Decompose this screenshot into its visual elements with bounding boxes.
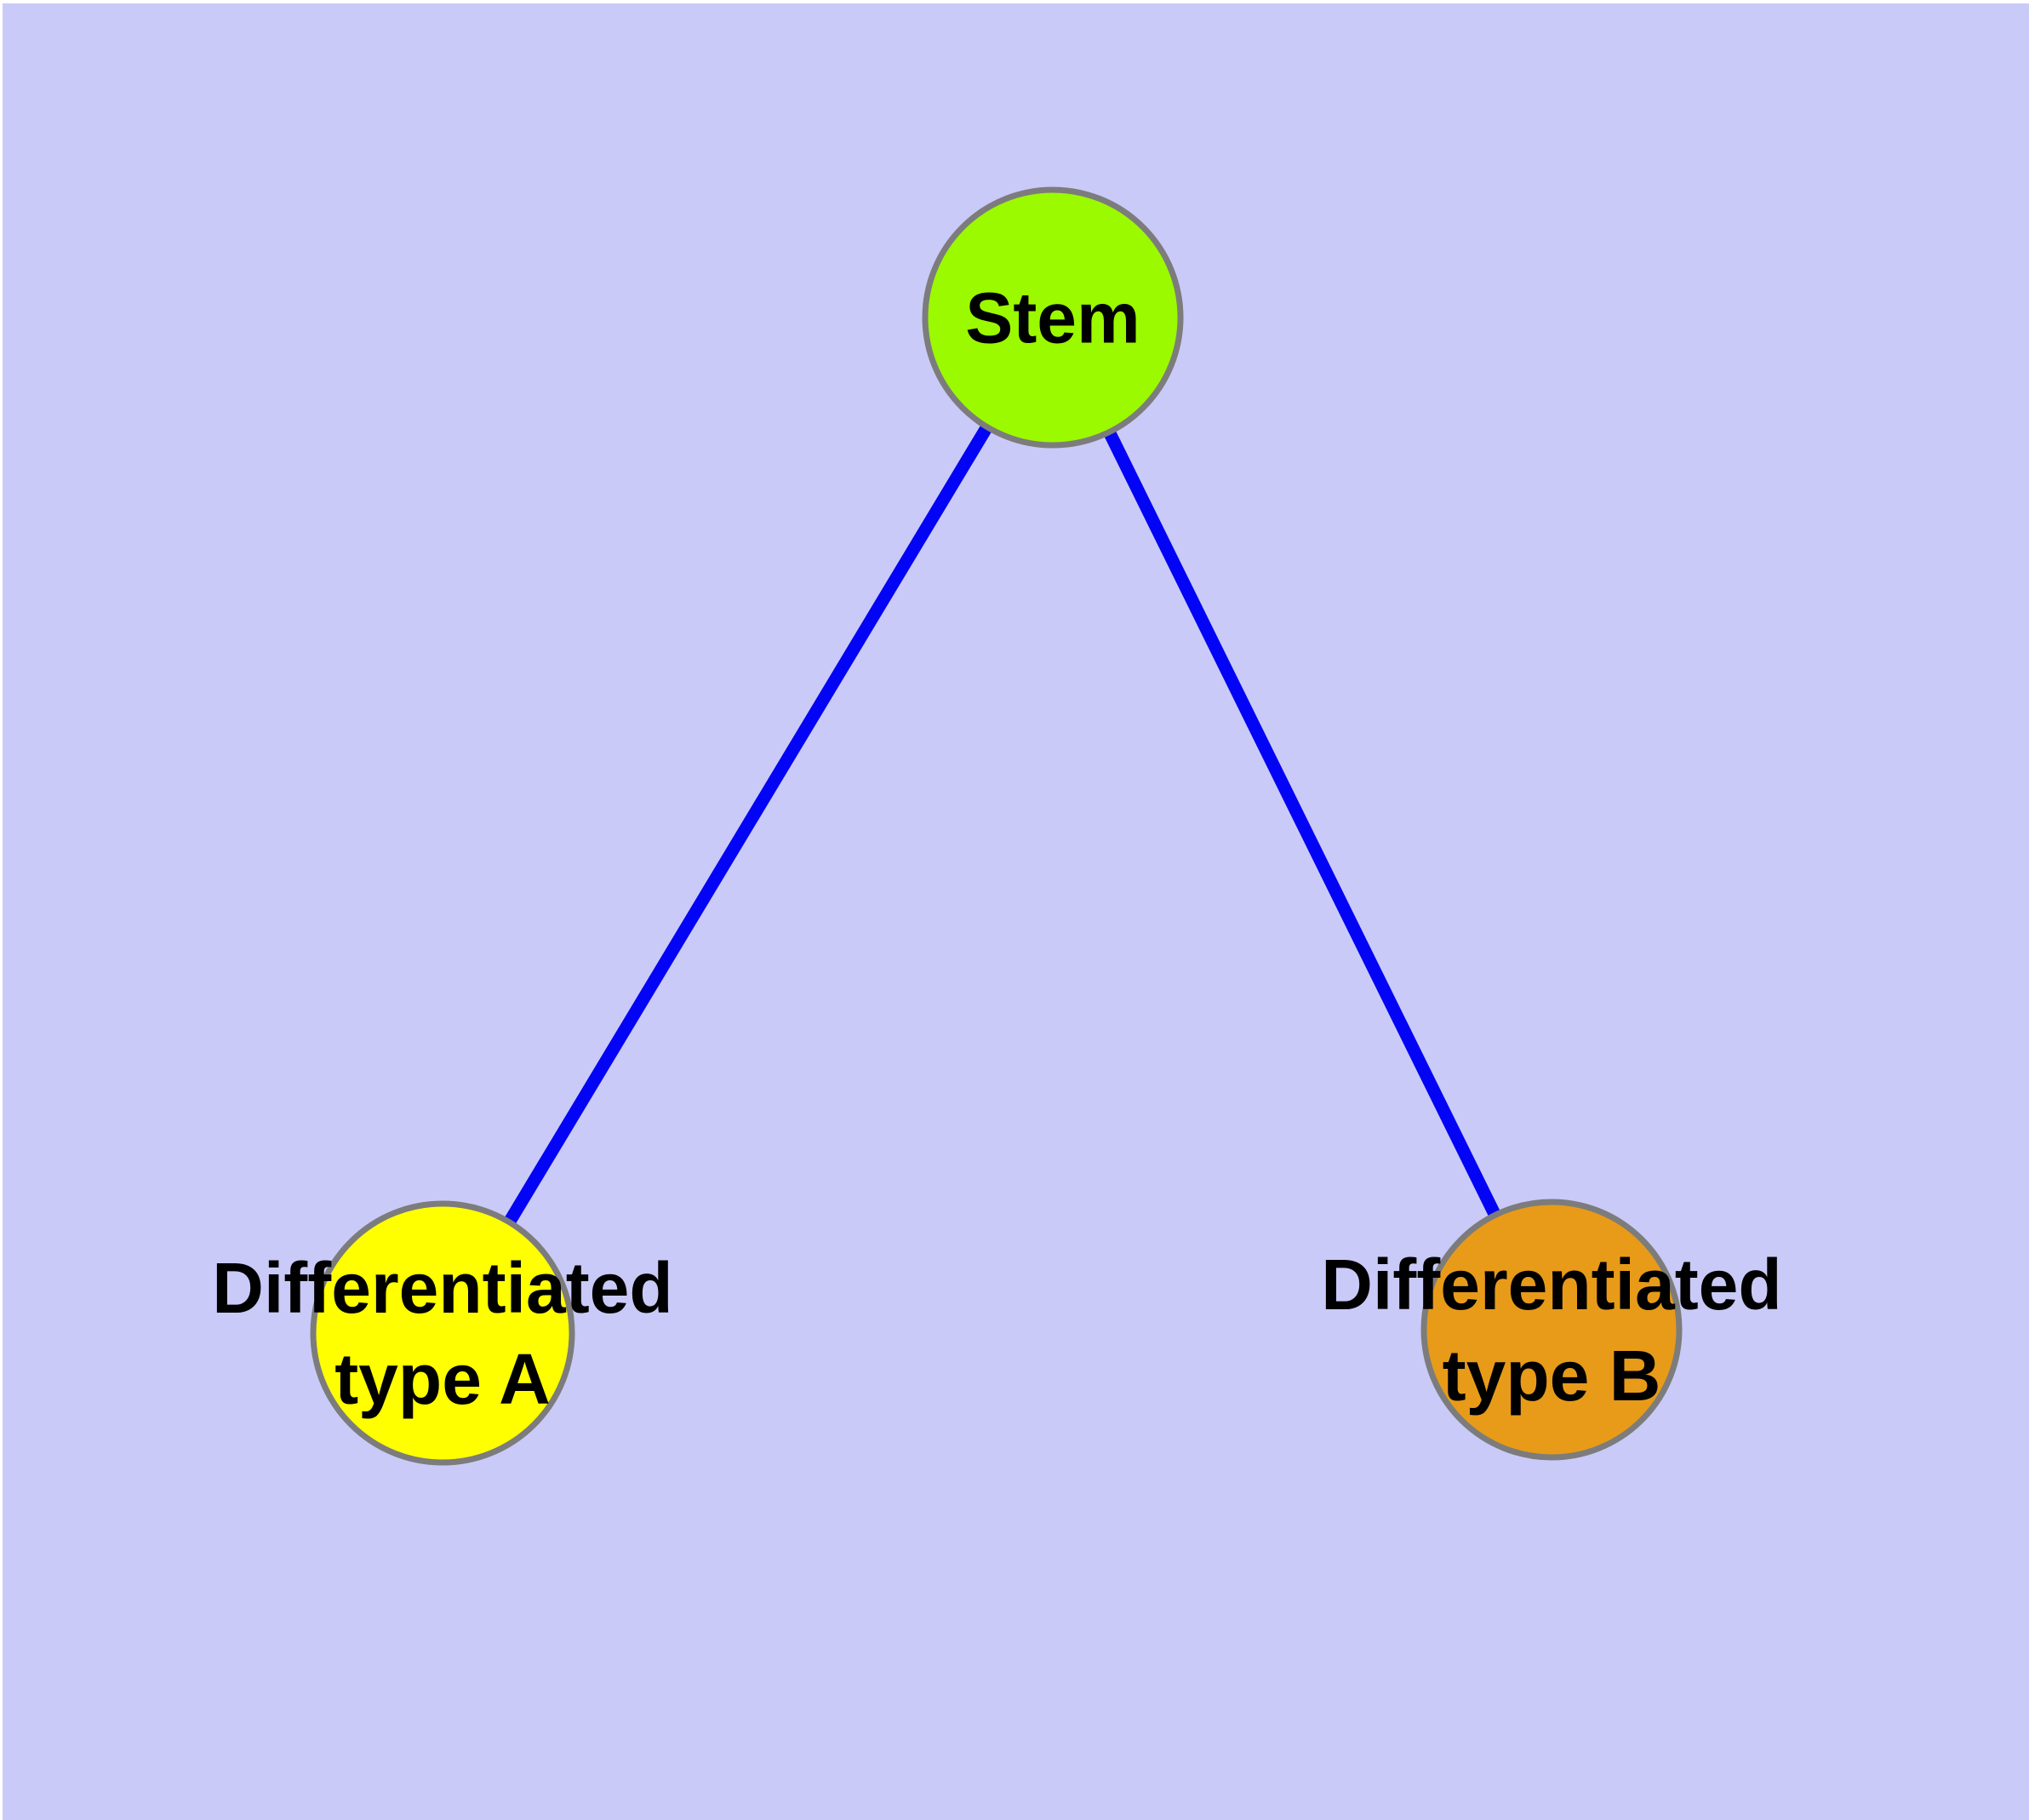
node-stem xyxy=(922,186,1184,449)
node-differentiated-type-b xyxy=(1420,1199,1683,1461)
edge-stem-to-differentiated-type-a xyxy=(437,314,1059,1336)
node-differentiated-type-a xyxy=(310,1200,575,1466)
node-label-stem: Stem xyxy=(965,278,1140,358)
edge-stem-to-differentiated-type-b xyxy=(1047,314,1557,1333)
